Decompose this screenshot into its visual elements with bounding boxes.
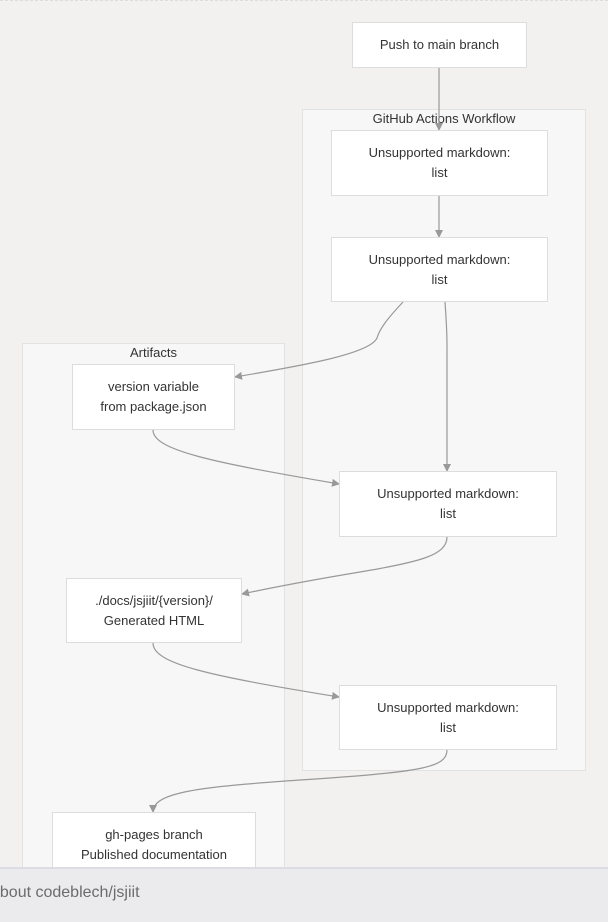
- node-docs-line-1: ./docs/jsjiit/{version}/: [95, 592, 213, 608]
- ask-footer-bar[interactable]: about codeblech/jsjiit: [0, 867, 608, 922]
- node-version-line-2: from package.json: [100, 399, 207, 414]
- cluster-title-artifacts: Artifacts: [130, 345, 177, 360]
- node-step3-line-1: Unsupported markdown:: [377, 486, 519, 501]
- node-step2-line-2: list: [431, 271, 448, 287]
- node-workflow-step-4: Unsupported markdown: list: [339, 685, 557, 750]
- edge-step2-to-version: [234, 301, 404, 380]
- node-step4-line-1: Unsupported markdown:: [377, 699, 519, 715]
- edge-step2-to-step3: [443, 301, 451, 472]
- node-workflow-step-3: Unsupported markdown: list: [339, 471, 557, 537]
- node-step3-line-2: list: [440, 506, 456, 521]
- node-docs-line-2: Generated HTML: [103, 612, 205, 628]
- cluster-title-workflow: GitHub Actions Workflow: [372, 111, 516, 126]
- node-version-variable: version variable from package.json: [72, 364, 235, 430]
- node-workflow-step-1: Unsupported markdown: list: [331, 130, 548, 196]
- node-version-line-1: version variable: [107, 379, 200, 394]
- node-step1-line-2: list: [431, 165, 448, 180]
- edge-step3-to-docs: [241, 536, 448, 597]
- node-step2-line-1: Unsupported markdown:: [368, 251, 511, 267]
- top-divider: [0, 0, 608, 1]
- edge-docs-to-step4: [152, 642, 340, 700]
- node-push-line-1: Push to main branch: [379, 37, 500, 52]
- node-step1-line-1: Unsupported markdown:: [368, 145, 511, 160]
- node-ghpages-line-1: gh-pages branch: [105, 827, 203, 842]
- node-workflow-step-2: Unsupported markdown: list: [331, 237, 548, 302]
- node-docs-output: ./docs/jsjiit/{version}/ Generated HTML: [66, 578, 242, 643]
- node-step4-line-2: list: [440, 719, 456, 735]
- edge-version-to-step3: [152, 429, 340, 487]
- node-ghpages-line-2: Published documentation: [81, 847, 227, 862]
- node-push-to-main: Push to main branch: [352, 22, 527, 68]
- footer-text: about codeblech/jsjiit: [0, 884, 140, 901]
- edge-step4-to-ghpages: [149, 749, 448, 813]
- cluster-github-actions-workflow: GitHub Actions Workflow: [302, 109, 586, 771]
